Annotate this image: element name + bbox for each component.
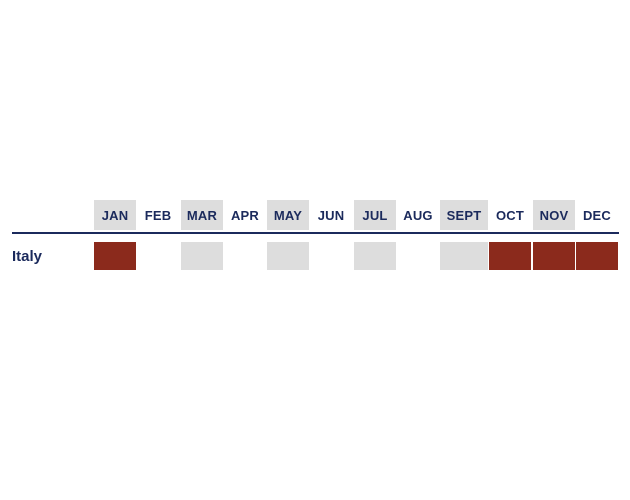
month-header-apr: APR [230,207,260,223]
cell-jan [94,242,136,270]
cell-aug [397,242,439,270]
month-header-nov: NOV [533,200,575,230]
row-label-italy: Italy [12,247,43,265]
header-divider [12,232,619,234]
cell-may [267,242,309,270]
cell-dec [576,242,618,270]
cell-apr [224,242,266,270]
month-header-sept: SEPT [440,200,488,230]
cell-nov [533,242,575,270]
month-header-may: MAY [267,200,309,230]
cell-oct [489,242,531,270]
cell-sept [440,242,488,270]
cell-feb [137,242,179,270]
cell-jun [310,242,352,270]
cell-mar [181,242,223,270]
month-header-feb: FEB [144,207,172,223]
month-header-dec: DEC [582,207,612,223]
month-header-jan: JAN [94,200,136,230]
cell-jul [354,242,396,270]
month-header-aug: AUG [403,207,433,223]
month-header-jul: JUL [354,200,396,230]
month-header-mar: MAR [181,200,223,230]
month-header-oct: OCT [495,207,525,223]
month-header-jun: JUN [317,207,345,223]
